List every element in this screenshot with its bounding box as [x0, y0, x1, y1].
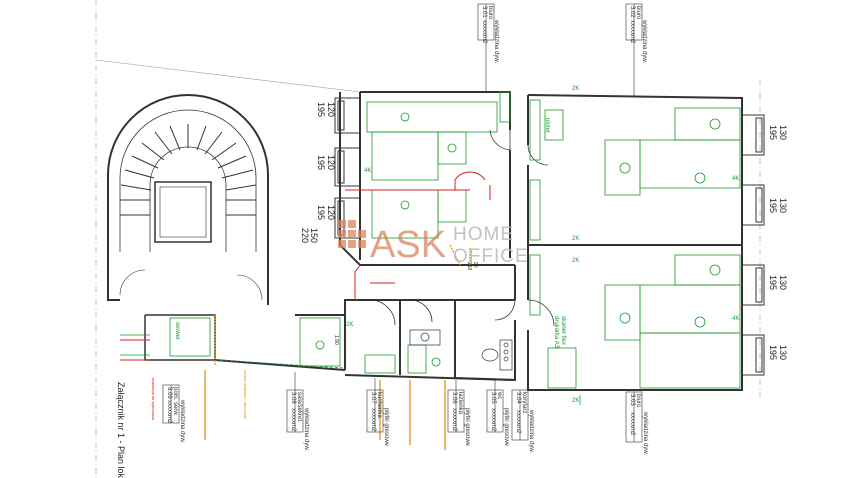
dim-right-2-bottom: 130	[778, 198, 788, 213]
cabinet-label-1: drukarka A3	[553, 316, 559, 349]
dim-right-1-bottom: 130	[778, 125, 788, 140]
room-309-name: pom. serw.	[172, 387, 178, 416]
room-301-area: xxxxxm2	[481, 20, 487, 44]
dim-left-4-top: 150	[309, 228, 319, 243]
room-303-name: biuro	[635, 394, 641, 408]
room-305-area: xxxxxm2	[490, 408, 496, 432]
dim-right-1-top: 195	[768, 125, 778, 140]
room-labels-top	[477, 3, 643, 96]
height-mark: 1.80	[333, 335, 339, 345]
dimensions-right: 195 130 195 130 195 130 195 130	[768, 125, 788, 360]
room-305-id: 3.05	[490, 392, 496, 404]
room-304-area: xxxxxm2	[515, 410, 521, 434]
room-307-area: xxxxxm2	[370, 408, 376, 432]
room-306-area: xxxxxm2	[451, 408, 457, 432]
plan-caption: Załącznik nr 1 - Plan lokalu	[116, 382, 126, 478]
heater-small-label-3: 2K	[572, 258, 579, 264]
watermark-logo: ASK HOME OFFICE	[338, 220, 529, 267]
room-306-name: łazienka	[457, 392, 463, 415]
heater-label-3: 4K	[732, 316, 739, 322]
dim-left-2-bottom: 120	[326, 155, 336, 170]
cabinet-label-2: skaner flex	[560, 316, 566, 345]
heater-small-label-2: 2K	[572, 236, 579, 242]
room-301-name: biuro	[487, 6, 493, 20]
room-306-floor: płytki gresowe	[464, 408, 470, 447]
watermark-office: OFFICE	[453, 246, 529, 267]
dim-right-3-top: 195	[768, 275, 778, 290]
dim-left-1-top: 195	[316, 102, 326, 117]
watermark-home: HOME	[453, 224, 514, 245]
misc-labels: 90 210 1.80 ploter serwer drukarka A3 sk…	[151, 86, 739, 421]
dim-right-3-bottom: 130	[778, 275, 788, 290]
room-304-id: 3.04	[515, 392, 521, 404]
orange-partitions	[204, 244, 471, 450]
watermark-building-icon	[338, 220, 366, 248]
dim-right-2-top: 195	[768, 198, 778, 213]
watermark-brand: ASK	[370, 224, 446, 266]
heater-small-label-5: 2K	[346, 322, 353, 328]
sanitary-fixtures	[409, 329, 513, 371]
room-308-floor: wykładzina dyw.	[303, 407, 309, 451]
room-302-name: biuro	[635, 6, 641, 20]
room-303-area: xxxxxm2	[629, 412, 635, 436]
heater-small-label-4: 2K	[572, 398, 579, 404]
room-307-name: kuchenka	[376, 392, 382, 418]
dim-right-4-top: 195	[768, 345, 778, 360]
room-305-name: wc	[496, 391, 502, 399]
room-307-floor: płytki gresowe	[383, 408, 389, 447]
red-note-1: instalacja do wykonania	[151, 378, 156, 421]
door-size-top: 90	[472, 262, 478, 268]
door-size-bottom: 210	[466, 262, 472, 271]
room-301-id: 3.01	[481, 6, 487, 18]
dim-left-2-top: 195	[316, 155, 326, 170]
dim-right-4-bottom: 130	[778, 345, 788, 360]
staircase	[107, 94, 269, 305]
room-309-id: 3.09	[166, 387, 172, 399]
room-303-floor: wykładzina dyw.	[642, 411, 648, 455]
room-label-text-top: 3.01 biuro xxxxxm2 wykładzina dyw. 3.02 …	[481, 6, 647, 63]
room-302-id: 3.02	[629, 6, 635, 18]
server-label: serwer	[174, 322, 180, 340]
windows-right	[741, 114, 765, 376]
heater-small-label-1: 2K	[572, 86, 579, 92]
room-307-id: 3.07	[370, 392, 376, 404]
room-304-floor: wykładzina dyw.	[528, 409, 534, 453]
dimensions-left: 195 120 195 120 195 120 150 220	[300, 102, 336, 243]
room-304-name: korytarz	[521, 392, 527, 413]
room-labels-bottom-frames	[162, 372, 643, 443]
room-309-area: xxxxxm2	[166, 400, 172, 424]
doors	[369, 129, 555, 327]
room-302-floor: wykładzina dyw.	[641, 19, 647, 63]
room-308-name: sala/sekret.	[296, 392, 302, 423]
room-label-text-bottom: 3.09 pom. serw. xxxxxm2 wykładzina dyw. …	[166, 387, 648, 455]
room-302-area: xxxxxm2	[629, 20, 635, 44]
reference-lines	[95, 0, 761, 478]
room-301-floor: wykładzina dyw.	[493, 19, 499, 63]
orange-note-1: ściana działowa / demontaż	[243, 370, 248, 419]
plotter-label: ploter	[544, 118, 550, 133]
windows-left	[334, 97, 361, 239]
room-305-floor: płytki gresowe	[503, 408, 509, 447]
green-markings	[120, 334, 581, 405]
room-306-id: 3.06	[451, 392, 457, 404]
room-309-floor: wykładzina dyw.	[179, 399, 185, 443]
dim-left-1-bottom: 120	[326, 102, 336, 117]
dim-left-3-top: 195	[316, 205, 326, 220]
heater-label-2: 4K	[732, 176, 739, 182]
room-308-id: 3.08	[290, 392, 296, 404]
furniture	[169, 91, 741, 389]
heater-label-1: 4K	[364, 168, 371, 174]
dim-left-4-bottom: 220	[300, 228, 310, 243]
room-308-area: xxxxxm2	[290, 408, 296, 432]
red-installation	[120, 171, 491, 361]
room-303-id: 3.03	[629, 394, 635, 406]
dim-left-3-bottom: 120	[326, 205, 336, 220]
